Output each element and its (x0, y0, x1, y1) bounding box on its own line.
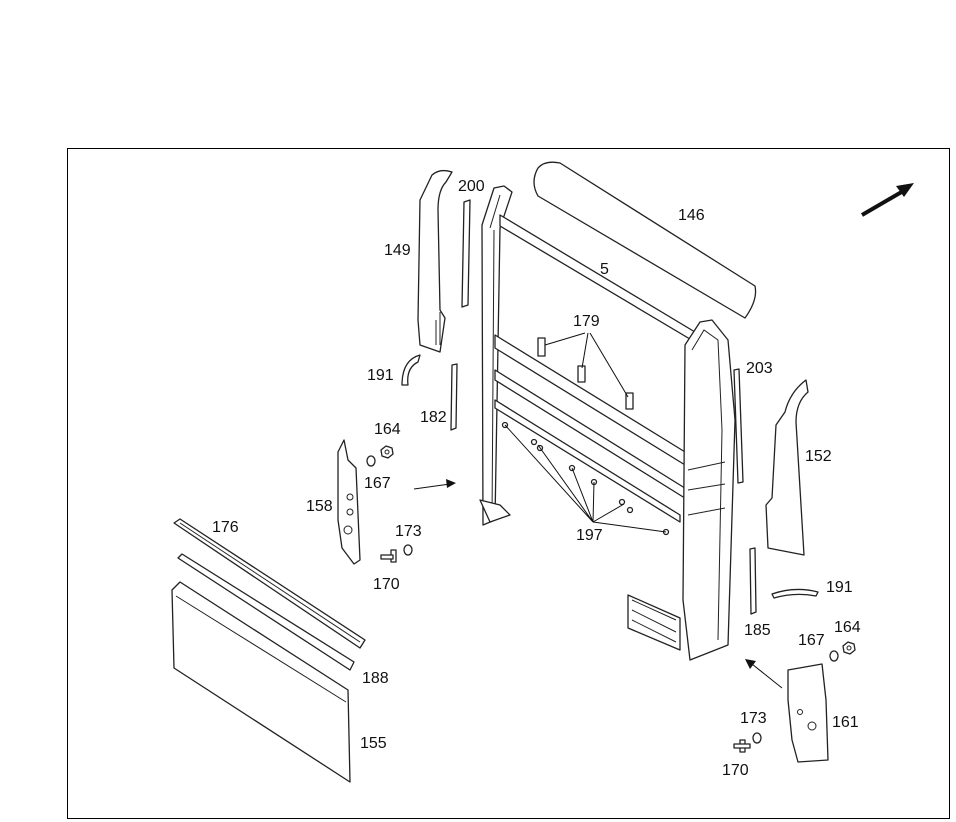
label-164-right: 164 (834, 619, 861, 636)
assembly-arrow-icon (745, 659, 783, 689)
label-197: 197 (576, 527, 603, 544)
pillar-trim-149 (417, 169, 453, 353)
label-146: 146 (678, 207, 705, 224)
direction-arrow-icon (860, 183, 914, 217)
bracket-179b (577, 365, 586, 383)
bracket-179a (537, 337, 546, 357)
label-176: 176 (212, 519, 239, 536)
label-158: 158 (306, 498, 333, 515)
label-182: 182 (420, 409, 447, 426)
nut-164-right (842, 641, 856, 655)
washer-167-left (366, 455, 376, 467)
label-167-left: 167 (364, 475, 391, 492)
strip-182 (450, 363, 458, 431)
panel-155 (171, 581, 351, 783)
label-152: 152 (805, 448, 832, 465)
label-167-right: 167 (798, 632, 825, 649)
label-185: 185 (744, 622, 771, 639)
label-188: 188 (362, 670, 389, 687)
label-170-right: 170 (722, 762, 749, 779)
bracket-179c (625, 392, 634, 410)
label-5: 5 (600, 261, 609, 278)
label-191-right: 191 (826, 579, 853, 596)
washer-173-right (752, 732, 762, 744)
bolt-170-right (733, 739, 751, 753)
bracket-158 (337, 439, 361, 565)
washer-167-right (829, 650, 839, 662)
strip-200 (461, 199, 471, 308)
seal-191-left (401, 354, 421, 386)
bracket-161 (787, 663, 829, 763)
strip-188 (177, 553, 355, 671)
pillar-trim-152 (765, 379, 809, 556)
rear-frame-5 (479, 185, 736, 661)
label-173-left: 173 (395, 523, 422, 540)
washer-173-left (403, 544, 413, 556)
label-155: 155 (360, 735, 387, 752)
strip-203 (733, 368, 744, 484)
label-149: 149 (384, 242, 411, 259)
label-191-left: 191 (367, 367, 394, 384)
roof-panel-146 (533, 161, 757, 319)
label-179: 179 (573, 313, 600, 330)
label-173-right: 173 (740, 710, 767, 727)
assembly-arrow-icon (413, 479, 456, 490)
label-200: 200 (458, 178, 485, 195)
seal-191-right (771, 588, 819, 599)
label-203: 203 (746, 360, 773, 377)
bolt-170-left (380, 549, 397, 563)
strip-185 (749, 547, 757, 615)
label-164-left: 164 (374, 421, 401, 438)
clips-197 (501, 421, 670, 536)
nut-164-left (380, 445, 394, 459)
strip-176 (173, 518, 366, 649)
label-170-left: 170 (373, 576, 400, 593)
label-161: 161 (832, 714, 859, 731)
